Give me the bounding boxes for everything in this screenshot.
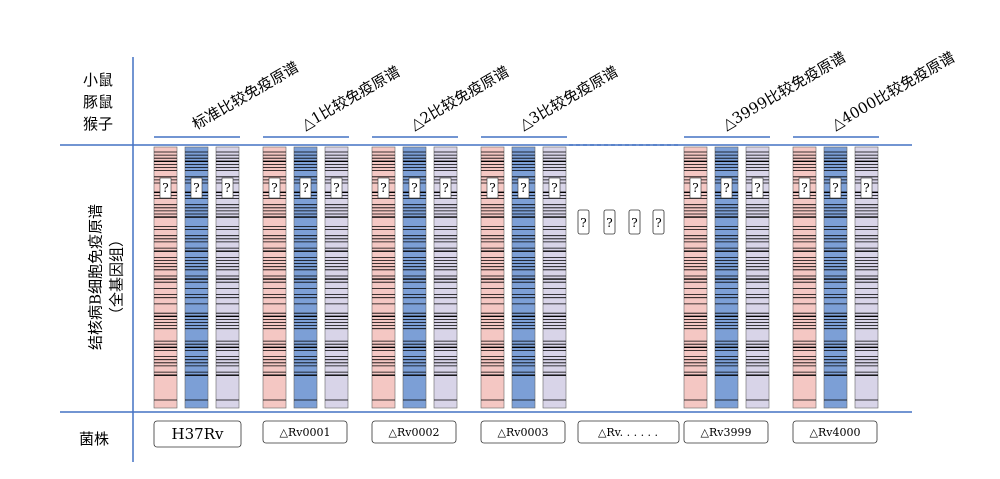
unknown-box [798,177,811,199]
unknown-mark: ? [801,181,807,195]
column-monkey [215,146,240,409]
unknown-box-3 [628,209,641,235]
column-mouse [371,146,396,409]
column-guinea-pig [511,146,536,409]
unknown-mark: ? [489,181,495,195]
column-monkey [542,146,567,409]
unknown-mark: ? [692,181,698,195]
column-monkey [854,146,879,409]
column-mouse [262,146,287,409]
strain-label: △Rv0001 [280,426,331,439]
strain-box-4 [577,420,680,444]
strain-row-label: 菌株 [79,430,110,448]
group-header-0: 标准比较免疫原谱 [189,58,302,134]
unknown-box [720,177,733,199]
unknown-mark: ? [631,216,637,230]
unknown-mark: ? [162,181,168,195]
unknown-mark: ? [520,181,526,195]
unknown-box [408,177,421,199]
unknown-mark: ? [754,181,760,195]
unknown-mark: ? [442,181,448,195]
unknown-box-2 [603,209,616,235]
strain-label: △Rv. . . . . . [598,426,658,439]
unknown-mark: ? [832,181,838,195]
column-guinea-pig [184,146,209,409]
animal-label-mouse: 小鼠 [82,71,113,89]
unknown-box [190,177,203,199]
unknown-mark: ? [224,181,230,195]
column-monkey [433,146,458,409]
unknown-mark: ? [411,181,417,195]
unknown-mark: ? [271,181,277,195]
unknown-box [221,177,234,199]
unknown-mark: ? [723,181,729,195]
strain-label: △Rv4000 [810,426,861,439]
unknown-mark: ? [580,216,586,230]
strain-box-1 [262,420,348,444]
unknown-box [517,177,530,199]
unknown-box [377,177,390,199]
unknown-mark: ? [333,181,339,195]
unknown-mark: ? [551,181,557,195]
column-mouse [683,146,708,409]
unknown-box [439,177,452,199]
group-header-6: △4000比较免疫原谱 [828,48,958,133]
column-mouse [480,146,505,409]
group-header-2: △2比较免疫原谱 [407,62,512,133]
unknown-mark: ? [863,181,869,195]
unknown-box [751,177,764,199]
column-mouse [153,146,178,409]
strain-box-2 [371,420,457,444]
strain-box-3 [480,420,566,444]
group-header-1: △1比较免疫原谱 [298,62,403,133]
unknown-mark: ? [380,181,386,195]
genome-title-label: 结核病B细胞免疫原谱 [86,203,105,351]
strain-columns: ?????????????????????? [153,146,879,409]
unknown-box-1 [577,209,590,235]
unknown-box [829,177,842,199]
strain-label: H37Rv [172,425,224,443]
unknown-box-4 [652,209,665,235]
strain-label: △Rv0002 [389,426,440,439]
unknown-box [486,177,499,199]
unknown-mark: ? [302,181,308,195]
strain-boxes: H37Rv △Rv0001 △Rv0002 △Rv0003 △Rv. . . . . .… [153,420,878,448]
strain-label: △Rv0003 [498,426,549,439]
unknown-mark: ? [606,216,612,230]
unknown-box [330,177,343,199]
strain-box-6 [792,420,878,444]
unknown-box [268,177,281,199]
genome-subtitle-label: （全基因组） [107,231,126,323]
column-guinea-pig [714,146,739,409]
unknown-box [299,177,312,199]
unknown-box [860,177,873,199]
column-guinea-pig [402,146,427,409]
column-guinea-pig [293,146,318,409]
strain-box-0 [153,420,242,448]
column-monkey [745,146,770,409]
animal-label-monkey: 猴子 [82,115,113,133]
column-monkey [324,146,349,409]
unknown-box [548,177,561,199]
unknown-mark: ? [193,181,199,195]
unknown-mark: ? [655,216,661,230]
animal-label-guinea-pig: 豚鼠 [82,93,113,111]
group-headers: 标准比较免疫原谱△1比较免疫原谱△2比较免疫原谱△3比较免疫原谱△3999比较免… [189,48,958,133]
diagram-axes [60,57,912,462]
group-header-3: △3比较免疫原谱 [516,62,621,133]
column-mouse [792,146,817,409]
strain-label: △Rv3999 [701,426,752,439]
column-guinea-pig [823,146,848,409]
strain-box-5 [683,420,769,444]
unknown-box [159,177,172,199]
unknown-box [689,177,702,199]
